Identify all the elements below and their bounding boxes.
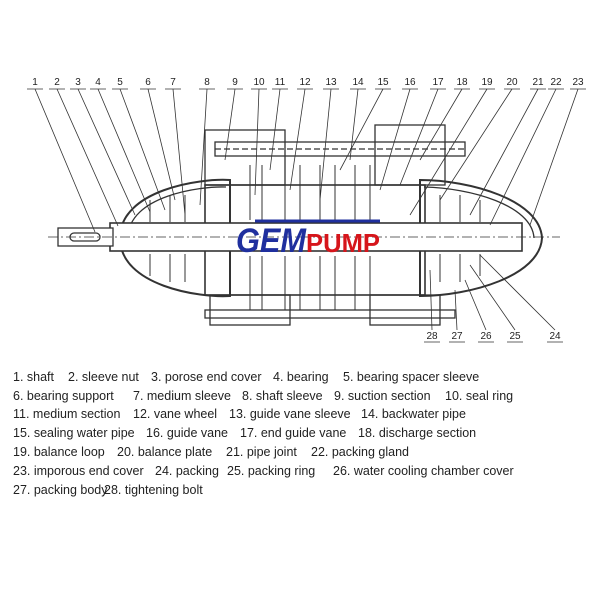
callout-1: 1	[32, 77, 38, 88]
callout-20: 20	[506, 77, 518, 88]
leader-line-6	[140, 88, 176, 201]
callout-14: 14	[352, 77, 364, 88]
callout-leader-lines	[27, 88, 586, 343]
leader-line-21	[469, 88, 546, 216]
legend-item: 19. balance loop	[13, 445, 105, 459]
callout-27: 27	[451, 331, 463, 342]
legend-item: 6. bearing support	[13, 389, 114, 403]
legend-item: 9. suction section	[334, 389, 431, 403]
leader-line-28	[424, 269, 440, 343]
leader-line-4	[90, 88, 151, 213]
legend-item: 14. backwater pipe	[361, 407, 466, 421]
callout-26: 26	[480, 331, 492, 342]
callout-4: 4	[95, 77, 101, 88]
legend-item: 17. end guide vane	[240, 426, 347, 440]
leader-line-16	[379, 88, 418, 191]
callout-9: 9	[232, 77, 238, 88]
callout-15: 15	[377, 77, 389, 88]
leader-line-1	[27, 88, 96, 233]
legend-item: 3. porose end cover	[151, 370, 262, 384]
legend-item: 22. packing gland	[311, 445, 409, 459]
leader-line-11	[269, 88, 288, 171]
legend-item: 20. balance plate	[117, 445, 213, 459]
legend-item: 2. sleeve nut	[68, 370, 139, 384]
leader-line-13	[319, 88, 339, 201]
leader-line-9	[224, 88, 243, 161]
legend-item: 25. packing ring	[227, 464, 316, 478]
leader-line-7	[165, 88, 186, 216]
callout-13: 13	[325, 77, 337, 88]
legend-item: 13. guide vane sleeve	[229, 407, 351, 421]
leader-line-3	[70, 88, 136, 216]
callout-16: 16	[404, 77, 416, 88]
leader-line-10	[251, 88, 267, 196]
callout-19: 19	[481, 77, 493, 88]
leader-line-15	[339, 88, 391, 171]
leader-line-24	[479, 254, 563, 343]
callout-12: 12	[299, 77, 311, 88]
pump-drawing	[48, 124, 560, 326]
legend-item: 23. imporous end cover	[13, 464, 144, 478]
leader-line-18	[419, 88, 470, 161]
leader-line-12	[289, 88, 313, 191]
callout-28: 28	[426, 331, 438, 342]
leader-line-22	[489, 88, 564, 226]
callout-17: 17	[432, 77, 444, 88]
leader-line-8	[199, 88, 215, 206]
callout-6: 6	[145, 77, 151, 88]
callout-25: 25	[509, 331, 521, 342]
callout-22: 22	[550, 77, 562, 88]
leader-line-27	[449, 289, 465, 343]
callout-2: 2	[54, 77, 60, 88]
leader-line-20	[439, 88, 520, 201]
callout-8: 8	[204, 77, 210, 88]
leader-line-26	[464, 279, 494, 343]
callout-18: 18	[456, 77, 468, 88]
legend-item: 12. vane wheel	[133, 407, 218, 421]
leader-line-25	[469, 264, 523, 343]
legend-item: 4. bearing	[273, 370, 329, 384]
legend-item: 16. guide vane	[146, 426, 229, 440]
legend-item: 18. discharge section	[358, 426, 477, 440]
gempump-logo: GEM PUMP	[236, 219, 380, 260]
legend-item: 8. shaft sleeve	[242, 389, 323, 403]
legend-item: 1. shaft	[13, 370, 54, 384]
callout-11: 11	[275, 77, 286, 88]
legend-item: 10. seal ring	[445, 389, 514, 403]
callout-3: 3	[75, 77, 81, 88]
callout-21: 21	[532, 77, 544, 88]
callout-10: 10	[253, 77, 265, 88]
leader-line-19	[409, 88, 495, 216]
callout-23: 23	[572, 77, 584, 88]
logo-text-pump: PUMP	[306, 228, 380, 258]
leader-line-5	[112, 88, 166, 211]
leader-line-23	[529, 88, 586, 226]
legend-item: 24. packing	[155, 464, 219, 478]
legend-item: 15. sealing water pipe	[13, 426, 135, 440]
logo-text-gem: GEM	[236, 222, 307, 260]
legend-item: 11. medium section	[13, 407, 121, 421]
legend-item: 28. tightening bolt	[104, 483, 203, 497]
legend-item: 27. packing body	[13, 483, 108, 497]
leader-line-17	[399, 88, 446, 186]
legend-item: 7. medium sleeve	[133, 389, 231, 403]
legend-item: 26. water cooling chamber cover	[333, 464, 514, 478]
callout-24: 24	[549, 331, 561, 342]
callout-7: 7	[170, 77, 176, 88]
leader-line-2	[49, 88, 119, 227]
legend-item: 21. pipe joint	[226, 445, 297, 459]
callout-5: 5	[117, 77, 123, 88]
legend-item: 5. bearing spacer sleeve	[343, 370, 480, 384]
